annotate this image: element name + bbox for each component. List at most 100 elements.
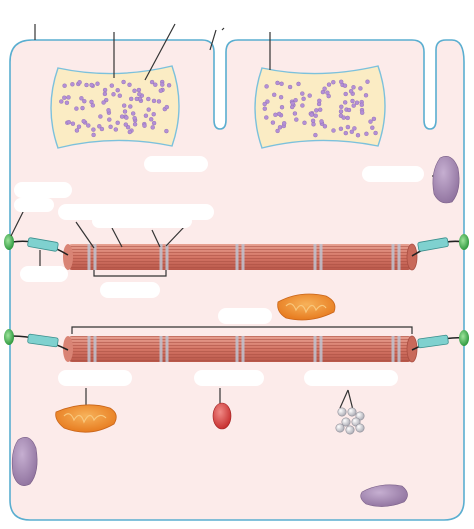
granule — [106, 108, 111, 113]
granule — [360, 110, 365, 115]
granule — [128, 104, 133, 109]
granule — [99, 126, 105, 132]
granule — [326, 82, 332, 87]
granule — [66, 95, 71, 100]
granule — [262, 101, 267, 107]
granule — [300, 91, 305, 96]
dense-band — [159, 336, 163, 362]
bracket-fibril — [71, 326, 413, 334]
lipid-droplet — [212, 402, 232, 430]
dense-bands-upper — [87, 244, 401, 270]
granule — [164, 104, 170, 110]
granule — [89, 82, 94, 88]
label-box-11 — [194, 370, 264, 386]
mitochondrion-upper — [277, 293, 336, 321]
vesicle — [345, 425, 355, 435]
granule — [101, 100, 106, 105]
granule — [318, 107, 323, 112]
granule — [363, 93, 369, 98]
granule — [279, 104, 285, 110]
granule — [70, 82, 75, 87]
granule — [331, 79, 336, 85]
granule — [331, 128, 336, 133]
label-box-10 — [58, 370, 132, 386]
granule — [343, 91, 348, 97]
granule — [86, 123, 91, 128]
granule — [119, 114, 125, 119]
granule — [273, 112, 278, 118]
granule — [115, 87, 120, 93]
label-box-7 — [20, 266, 68, 282]
granule — [121, 79, 126, 85]
dense-band — [397, 336, 401, 362]
label-box-12 — [304, 370, 398, 386]
granule — [142, 123, 147, 128]
granule — [130, 111, 136, 116]
granule — [136, 87, 142, 93]
granule — [265, 99, 270, 104]
granule — [365, 79, 370, 84]
dense-band — [313, 336, 317, 362]
granule — [148, 117, 154, 122]
granule — [264, 84, 269, 89]
granule — [307, 93, 312, 98]
dense-band — [319, 336, 323, 362]
dense-band — [241, 244, 245, 270]
granule — [132, 115, 137, 121]
dense-band — [235, 336, 239, 362]
granule — [76, 124, 82, 129]
granule — [373, 130, 378, 136]
granule — [287, 84, 293, 90]
granule — [158, 88, 164, 93]
granule — [354, 100, 360, 105]
granule — [301, 96, 306, 102]
granule — [278, 94, 284, 100]
granule — [294, 117, 299, 122]
granule — [349, 129, 354, 135]
granule — [143, 113, 149, 118]
granule — [98, 114, 103, 119]
granule — [371, 116, 377, 122]
granule — [79, 96, 84, 101]
granule — [149, 79, 155, 85]
attachment-upper-left — [4, 234, 69, 256]
granules-right — [262, 79, 378, 138]
granule — [80, 105, 85, 111]
vesicle — [347, 407, 357, 417]
vesicle — [355, 423, 365, 433]
granule — [134, 96, 140, 102]
granule — [322, 86, 327, 91]
dense-band — [159, 244, 163, 270]
granule — [84, 82, 89, 88]
top-leader-lines — [34, 23, 271, 81]
granule — [151, 120, 157, 126]
granule — [350, 98, 355, 104]
granule — [338, 126, 344, 132]
label-box-4 — [14, 198, 54, 212]
granule — [343, 100, 348, 105]
granule — [146, 107, 151, 112]
mid-leader-lines — [10, 175, 440, 411]
granule — [111, 92, 116, 97]
granule — [270, 120, 276, 125]
granule — [150, 125, 155, 130]
nucleus-right — [432, 156, 460, 204]
granule — [74, 106, 79, 111]
dense-band — [241, 336, 245, 362]
label-box-2 — [362, 166, 424, 182]
granule — [313, 113, 318, 118]
dense-bands-lower — [87, 336, 401, 362]
granule — [146, 96, 151, 102]
vesicle-cluster — [335, 407, 365, 435]
granule — [82, 98, 87, 104]
granule — [325, 90, 330, 95]
granule — [123, 122, 129, 127]
granule — [319, 119, 324, 124]
granule — [151, 111, 156, 117]
bracket-sarcomere — [93, 270, 167, 277]
granule-pad-left — [50, 65, 180, 149]
granule — [309, 112, 314, 117]
granule — [358, 86, 363, 91]
granule — [311, 122, 316, 127]
